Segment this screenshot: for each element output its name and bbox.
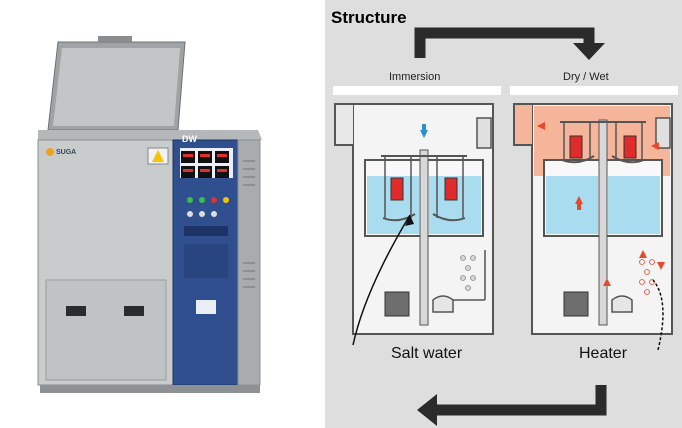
controller-displays (181, 151, 229, 178)
brand-logo-mark (46, 148, 54, 156)
immersion-header-bar (333, 86, 501, 95)
drywet-header-bar (510, 86, 678, 95)
diagram-graphics (333, 27, 678, 426)
diagram-title: Structure (331, 8, 407, 27)
stage-label-drywet: Dry / Wet (563, 71, 609, 83)
warning-icon (152, 150, 164, 162)
salt-water-lowered-left (546, 176, 598, 234)
cycle-arrow-icon (414, 27, 605, 60)
door-handle-right (124, 306, 144, 316)
structure-diagram: Structure Immersion Dry / Wet Salt water… (325, 0, 682, 428)
lower-door (45, 279, 167, 381)
base (40, 385, 260, 393)
up-arrow-icon (575, 196, 583, 210)
product-photo: SUGA DW (0, 0, 325, 428)
drywet-chamber (513, 103, 673, 335)
panel-switches (184, 197, 229, 314)
label-salt-water: Salt water (389, 345, 465, 363)
specimen-lifted-left (569, 135, 583, 159)
lid-inner (53, 48, 180, 126)
door-handle-left (66, 306, 86, 316)
lid-handle (98, 36, 132, 42)
hot-air-flow-arrows (537, 122, 665, 286)
brand-label: SUGA (56, 149, 77, 156)
specimen-right (444, 177, 458, 201)
motor-icon-right (563, 291, 589, 317)
salt-water-leader (352, 214, 411, 346)
fan-icon (432, 295, 454, 313)
salt-water-lowered-right (608, 176, 660, 234)
test-chamber-illustration (37, 36, 262, 393)
specimen-left (390, 177, 404, 201)
fan-icon-right (611, 295, 633, 313)
heater-coil-left (460, 255, 476, 291)
stage-label-immersion: Immersion (389, 71, 441, 83)
panel-logo: DW (182, 134, 197, 144)
side-vents (243, 160, 255, 288)
label-heater: Heater (577, 345, 630, 363)
cycle-arrow-icon-bottom (417, 385, 607, 426)
immersion-chamber (334, 103, 494, 335)
down-arrow-icon (420, 124, 428, 138)
specimen-lifted-right (623, 135, 637, 159)
heater-coil (639, 259, 655, 295)
heater-leader (652, 279, 664, 351)
motor-icon (384, 291, 410, 317)
body-top (38, 130, 262, 140)
